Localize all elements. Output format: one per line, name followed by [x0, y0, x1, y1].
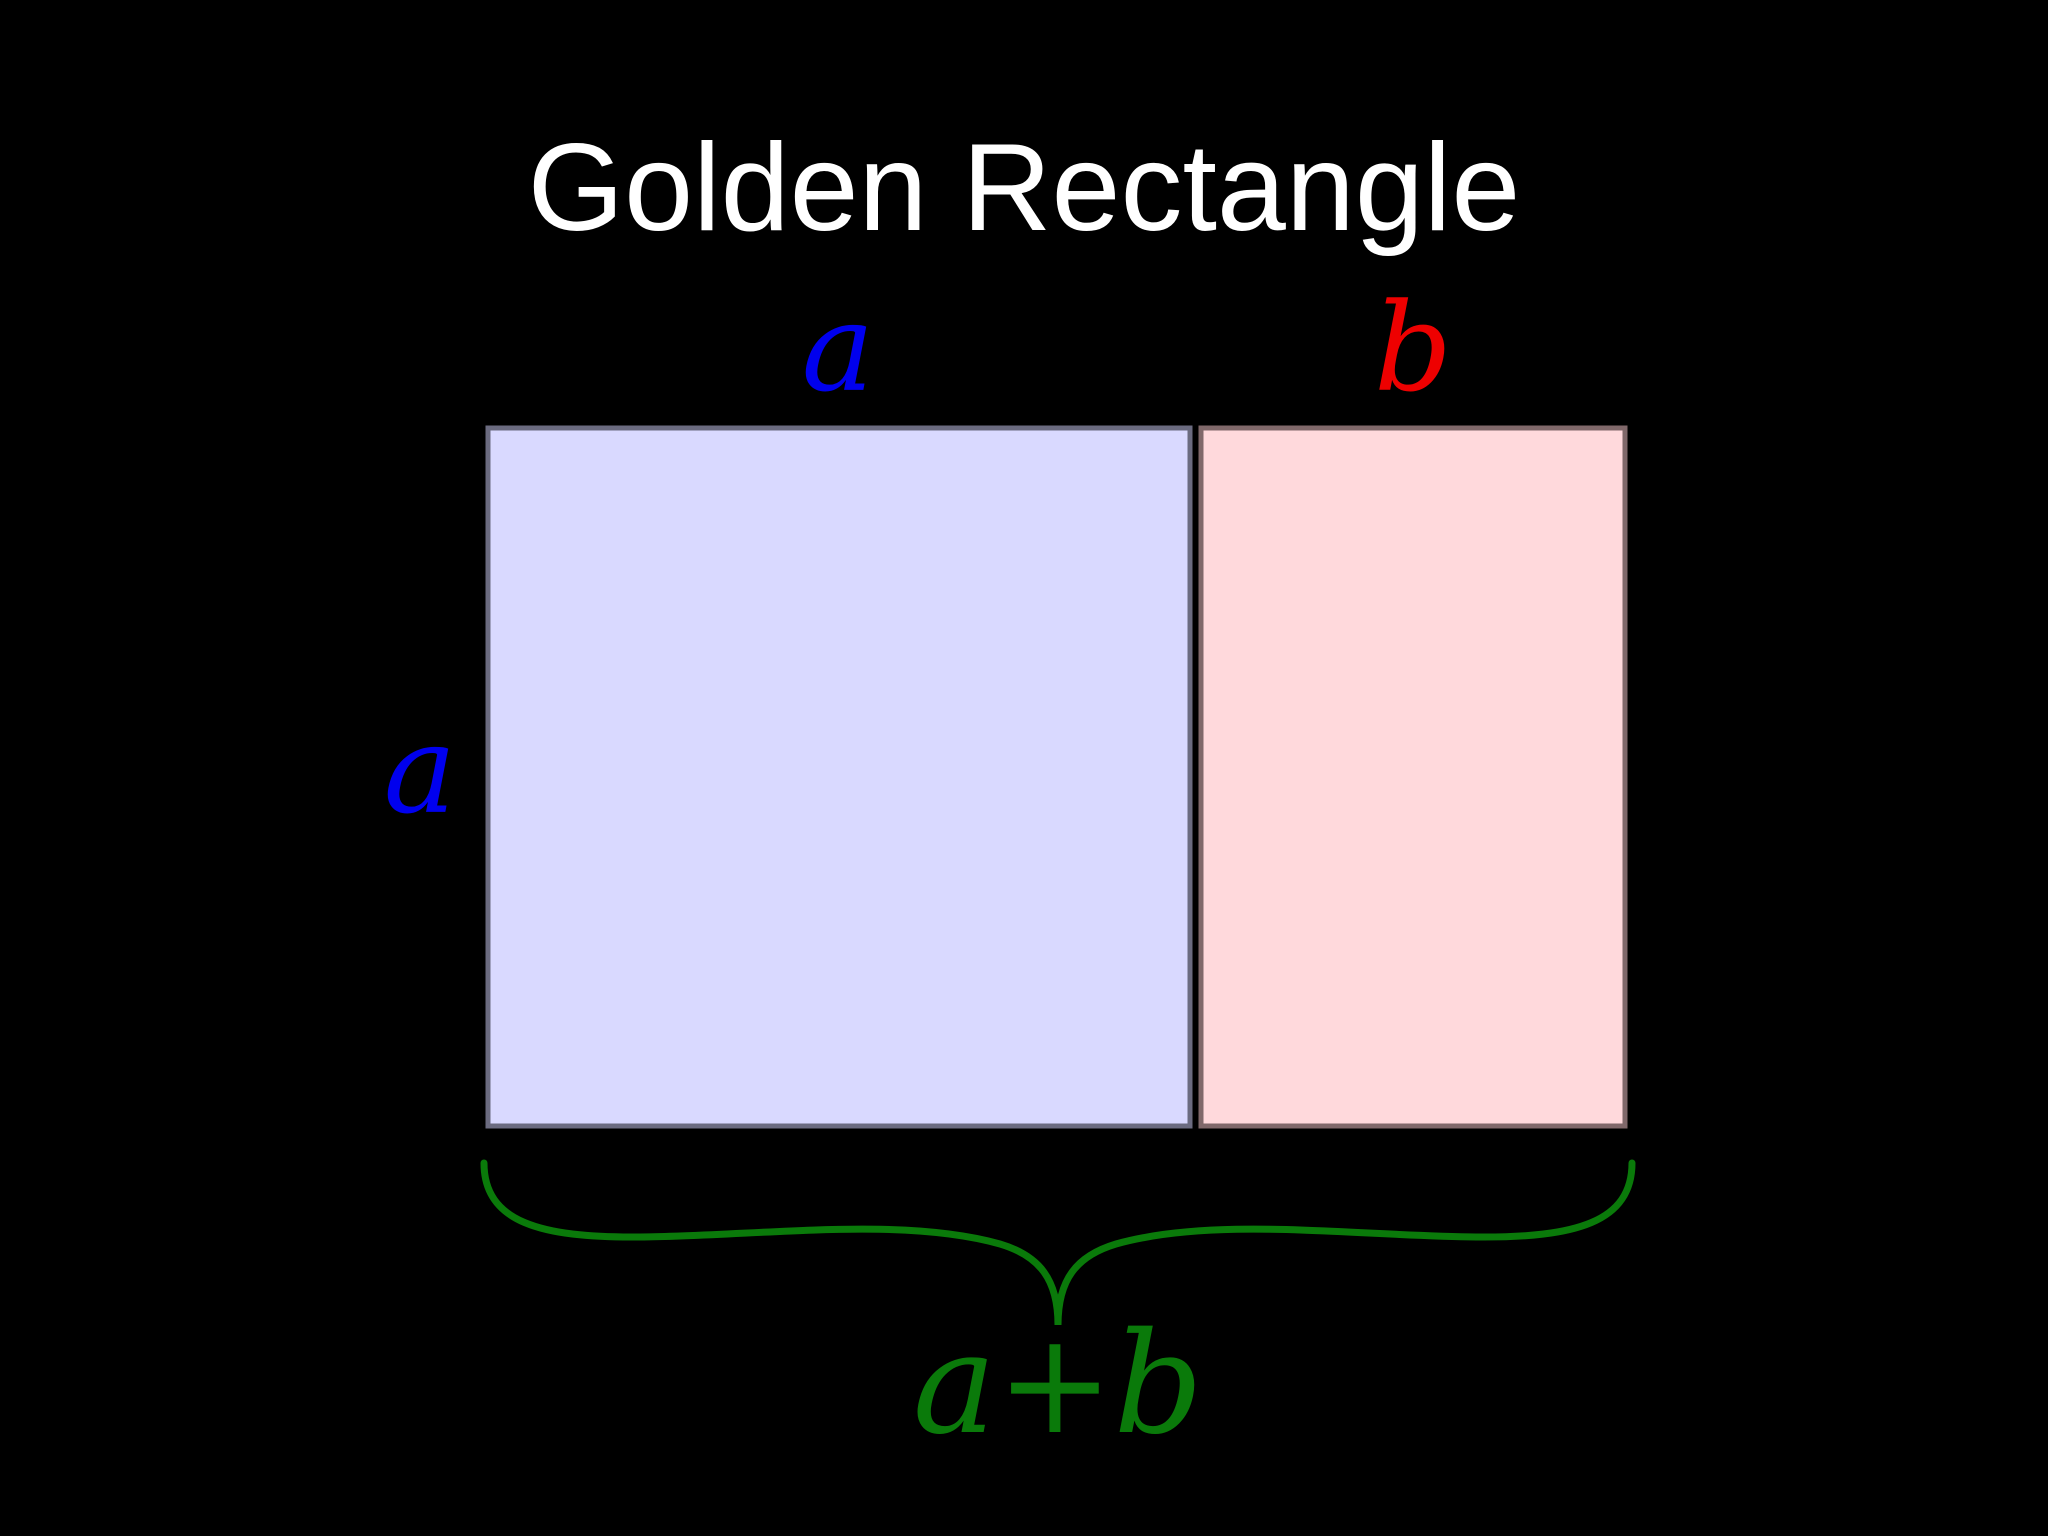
label-side-a: a: [384, 699, 457, 841]
label-top-a: a: [802, 277, 875, 419]
label-sum: a+b: [913, 1303, 1203, 1466]
label-top-b: b: [1374, 277, 1452, 419]
brace: [480, 1159, 1636, 1326]
square-a: [485, 425, 1193, 1129]
slide-title: Golden Rectangle: [527, 119, 1521, 257]
rectangle-b: [1198, 425, 1628, 1129]
